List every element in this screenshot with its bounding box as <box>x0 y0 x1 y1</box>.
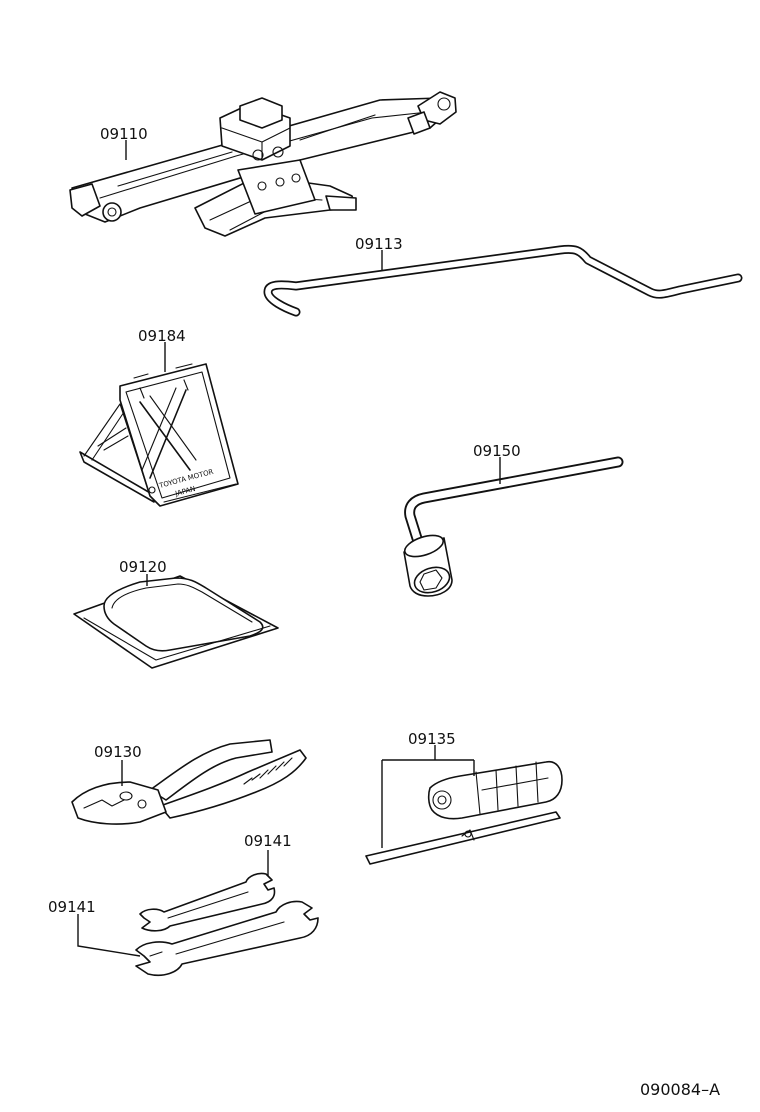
tool-bag-drawing <box>73 575 279 669</box>
screwdriver-leader <box>381 759 475 848</box>
wrench-large-leader <box>77 914 141 957</box>
wrench-large-part-number: 09141 <box>48 898 96 916</box>
wheel-nut-wrench-drawing <box>403 456 624 597</box>
wrench-large-drawing <box>135 900 319 977</box>
diagram-code: 090084–A <box>640 1080 720 1099</box>
pliers-part-number: 09130 <box>94 743 142 761</box>
jack-handle-part-number: 09113 <box>355 235 403 253</box>
screwdriver-drawing <box>365 760 563 865</box>
tool-bag-part-number: 09120 <box>119 558 167 576</box>
pliers-drawing <box>71 739 307 825</box>
jack-drawing <box>69 91 457 237</box>
wheel-chock-part-number: 09184 <box>138 327 186 345</box>
screwdriver-part-number: 09135 <box>408 730 456 748</box>
jack-part-number: 09110 <box>100 125 148 143</box>
wrench-small-drawing <box>139 872 276 932</box>
wheel-nut-wrench-part-number: 09150 <box>473 442 521 460</box>
jack-handle-drawing <box>263 244 743 317</box>
wheel-chock-drawing: TOYOTA MOTOR JAPAN <box>79 363 239 507</box>
wrench-small-part-number: 09141 <box>244 832 292 850</box>
